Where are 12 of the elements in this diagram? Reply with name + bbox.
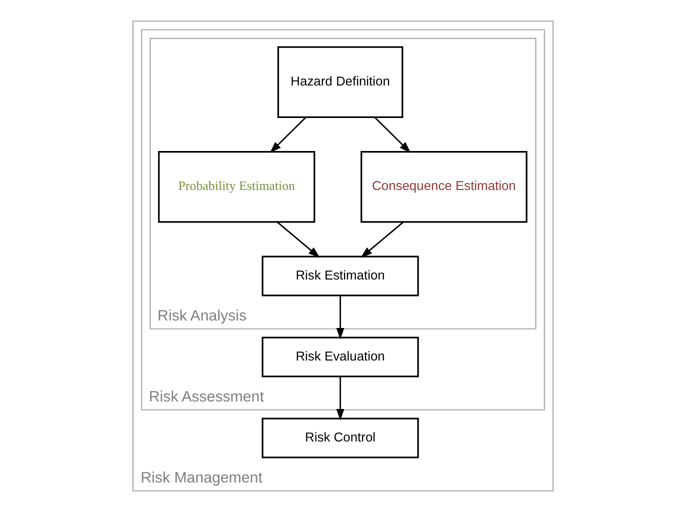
node-box: Consequence Estimation: [360, 150, 528, 223]
node-box: Probability Estimation: [158, 150, 316, 223]
arrow: [374, 116, 411, 153]
node-box: Risk Control: [262, 418, 419, 458]
node-box: Risk Estimation: [262, 256, 419, 296]
arrow: [336, 296, 344, 340]
arrow: [336, 376, 344, 420]
arrow: [360, 222, 404, 258]
node-box: Risk Evaluation: [262, 336, 419, 378]
arrow: [270, 116, 306, 153]
node-box: Hazard Definition: [277, 46, 404, 118]
arrow: [276, 222, 320, 258]
